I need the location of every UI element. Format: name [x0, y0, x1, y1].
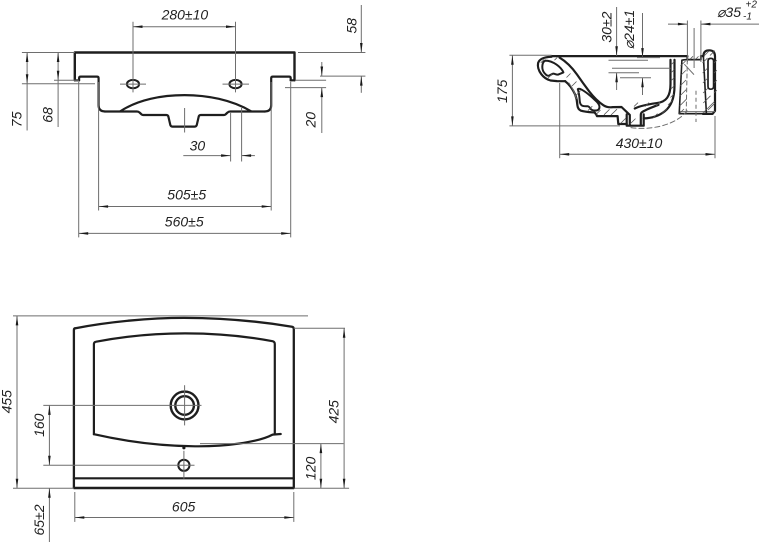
svg-text:175: 175: [494, 79, 510, 103]
svg-text:560±5: 560±5: [165, 214, 204, 230]
svg-text:120: 120: [302, 457, 318, 481]
svg-text:+2: +2: [746, 0, 758, 11]
svg-text:455: 455: [0, 390, 15, 414]
svg-text:505±5: 505±5: [167, 186, 206, 202]
svg-text:425: 425: [326, 400, 342, 424]
svg-text:30±2: 30±2: [599, 11, 615, 42]
svg-text:65±2: 65±2: [31, 504, 47, 535]
svg-text:160: 160: [31, 413, 47, 437]
svg-text:68: 68: [40, 107, 56, 123]
svg-text:605: 605: [172, 499, 196, 515]
svg-text:280±10: 280±10: [161, 7, 209, 23]
svg-text:58: 58: [343, 18, 359, 34]
svg-text:⌀24±1: ⌀24±1: [621, 10, 637, 49]
svg-text:30: 30: [190, 138, 206, 154]
svg-text:⌀35: ⌀35: [717, 4, 741, 20]
svg-text:430±10: 430±10: [616, 135, 663, 151]
svg-text:20: 20: [302, 112, 318, 129]
svg-text:75: 75: [9, 111, 25, 127]
svg-text:-1: -1: [743, 12, 752, 23]
